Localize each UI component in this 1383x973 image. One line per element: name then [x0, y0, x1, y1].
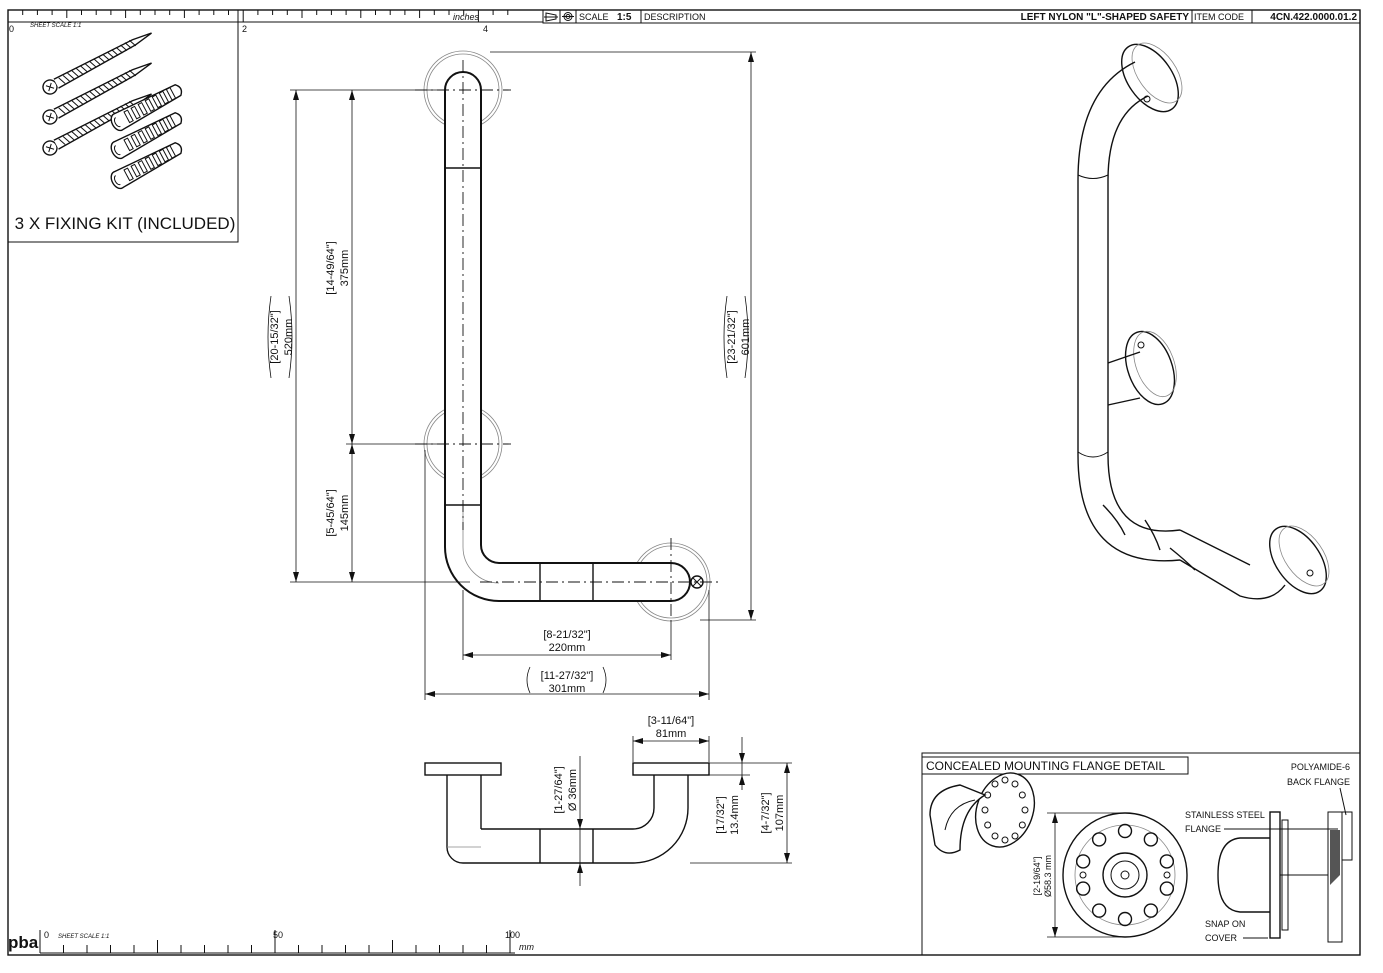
flange-section-icon: [1217, 811, 1353, 943]
dim-overall-width-in: [11-27/32"]: [541, 670, 594, 682]
bottom-ruler-scale: SHEET SCALE 1:1: [58, 934, 109, 940]
fixing-kit-box: 3 X FIXING KIT (INCLUDED): [7, 9, 239, 243]
dim-overall-height-mm: 601mm: [740, 319, 752, 356]
bottom-ruler: 0 50 100 mm SHEET SCALE 1:1 pba: [8, 930, 534, 954]
dim-upper-in: [14-49/64"]: [325, 241, 337, 294]
top-view-left-flange: [424, 762, 502, 776]
dim-overall-height-in: [23-21/32"]: [726, 310, 738, 363]
flange-iso-icon: [929, 772, 1036, 854]
dim-lower-mm: 145mm: [339, 495, 351, 532]
title-block: SCALE 1:5 DESCRIPTION LEFT NYLON "L"-SHA…: [542, 9, 1361, 24]
bottom-ruler-label-100: 100: [505, 930, 520, 940]
projection-symbol-icon: [544, 12, 574, 22]
description-value: LEFT NYLON "L"-SHAPED SAFETY: [1021, 12, 1190, 23]
label-snap-2: COVER: [1205, 933, 1238, 943]
label-steel-2: FLANGE: [1185, 824, 1221, 834]
top-ruler-label-4: 4: [483, 24, 488, 34]
dim-flange-in: [3-11/64"]: [648, 715, 695, 727]
label-polyamide-1: POLYAMIDE-6: [1291, 762, 1350, 772]
scale-value: 1:5: [617, 12, 632, 23]
flange-front-icon: [1062, 812, 1188, 938]
l-tube-outline: [444, 71, 691, 602]
bottom-ruler-label-0: 0: [44, 930, 49, 940]
top-ruler-label-2: 2: [242, 24, 247, 34]
flange-detail-title: CONCEALED MOUNTING FLANGE DETAIL: [926, 759, 1165, 773]
sheet-border: [7, 9, 1361, 956]
flange-diameter-mm: Ø58.3 mm: [1043, 855, 1053, 897]
item-code-label: ITEM CODE: [1194, 12, 1244, 22]
item-code-value: 4CN.422.0000.01.2: [1270, 12, 1357, 23]
dim-tube-mm: Ø 36mm: [567, 769, 579, 811]
dim-flange-mm: 81mm: [656, 728, 687, 740]
label-steel-1: STAINLESS STEEL: [1185, 810, 1265, 820]
dim-horizontal-mm: 220mm: [549, 642, 586, 654]
label-snap-1: SNAP ON: [1205, 919, 1245, 929]
dim-total-height-in: [20-15/32"]: [269, 310, 281, 363]
top-ruler-label-0: 0: [9, 24, 14, 34]
screw-hole-icon: [690, 575, 704, 589]
dim-depth2-in: [4-7/32"]: [760, 792, 772, 833]
flange-detail-panel: CONCEALED MOUNTING FLANGE DETAIL [2-19/6…: [921, 752, 1361, 956]
top-ruler: 0 2 4 inches SHEET SCALE 1:1: [7, 10, 543, 34]
label-polyamide-2: BACK FLANGE: [1287, 777, 1350, 787]
top-ruler-scale: SHEET SCALE 1:1: [30, 23, 81, 29]
dim-upper-mm: 375mm: [339, 250, 351, 287]
bottom-ruler-label-50: 50: [273, 930, 283, 940]
top-view-dimensions: [3-11/64"] 81mm [1-27/64"] Ø 36mm [17/32…: [553, 715, 792, 886]
description-label: DESCRIPTION: [644, 12, 706, 22]
front-view-dimensions: [20-15/32"] 520mm [14-49/64"] 375mm [5-4…: [267, 51, 756, 700]
dim-lower-in: [5-45/64"]: [325, 489, 337, 536]
dim-depth1-mm: 13.4mm: [729, 795, 741, 835]
dim-depth2-mm: 107mm: [774, 795, 786, 832]
dim-horizontal-in: [8-21/32"]: [543, 629, 590, 641]
scale-label: SCALE: [579, 12, 609, 22]
dim-total-height-mm: 520mm: [283, 319, 295, 356]
dim-tube-in: [1-27/64"]: [553, 766, 565, 813]
top-ruler-unit: inches: [453, 12, 480, 22]
pba-logo: pba: [8, 933, 39, 952]
fixing-kit-caption: 3 X FIXING KIT (INCLUDED): [15, 214, 236, 233]
screw-icon: [42, 32, 183, 190]
dim-depth1-in: [17/32"]: [715, 796, 727, 834]
isometric-view: [1077, 42, 1330, 600]
top-view-right-flange: [632, 762, 710, 776]
top-view: [424, 762, 710, 864]
bottom-ruler-unit: mm: [519, 942, 534, 952]
flange-diameter-in: [2-19/64"]: [1032, 857, 1042, 896]
dim-overall-width-mm: 301mm: [549, 683, 586, 695]
front-view: [415, 50, 720, 626]
